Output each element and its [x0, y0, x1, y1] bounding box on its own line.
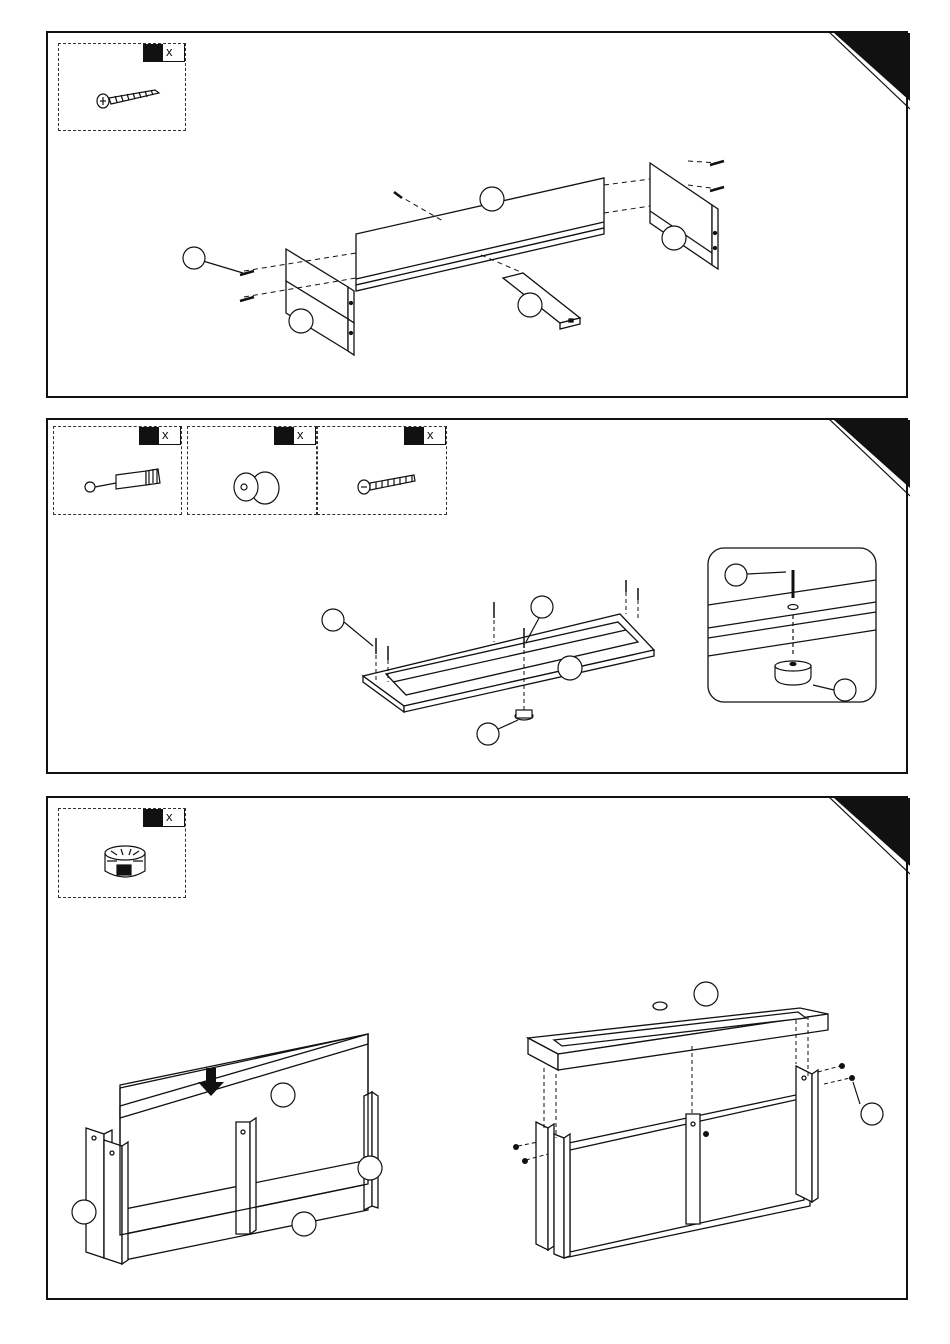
knob-icon: [188, 427, 318, 516]
right-side-part: [650, 163, 718, 269]
screw-icon: [59, 44, 187, 132]
step-3-panel: x: [46, 796, 908, 1300]
left-side-part: [286, 249, 354, 355]
cabinet-body-right: [536, 1066, 818, 1258]
machine-screw-icon: [318, 427, 448, 516]
step-number-corner: [834, 33, 910, 101]
knob-hardware-box: x: [187, 426, 317, 515]
machine-screw-hardware-box: x: [317, 426, 447, 515]
step-number-corner: [834, 420, 910, 488]
step-2-panel: x x x: [46, 418, 908, 774]
step-number-corner: [834, 798, 910, 866]
cam-bolt-icon: [54, 427, 183, 516]
step-1-hardware-box: x: [58, 43, 186, 131]
cam-lock-icon: [59, 809, 187, 899]
knob-part: [515, 710, 533, 720]
cabinet-top-part: [528, 1002, 828, 1070]
cabinet-frame-left: [86, 1034, 378, 1264]
back-panel-part: [356, 178, 604, 291]
step-1-panel: x: [46, 31, 908, 398]
cam-lock-hardware-box: x: [58, 808, 186, 898]
cam-bolt-hardware-box: x: [53, 426, 182, 515]
detail-inset: [708, 548, 876, 702]
top-panel-part: [363, 614, 654, 712]
